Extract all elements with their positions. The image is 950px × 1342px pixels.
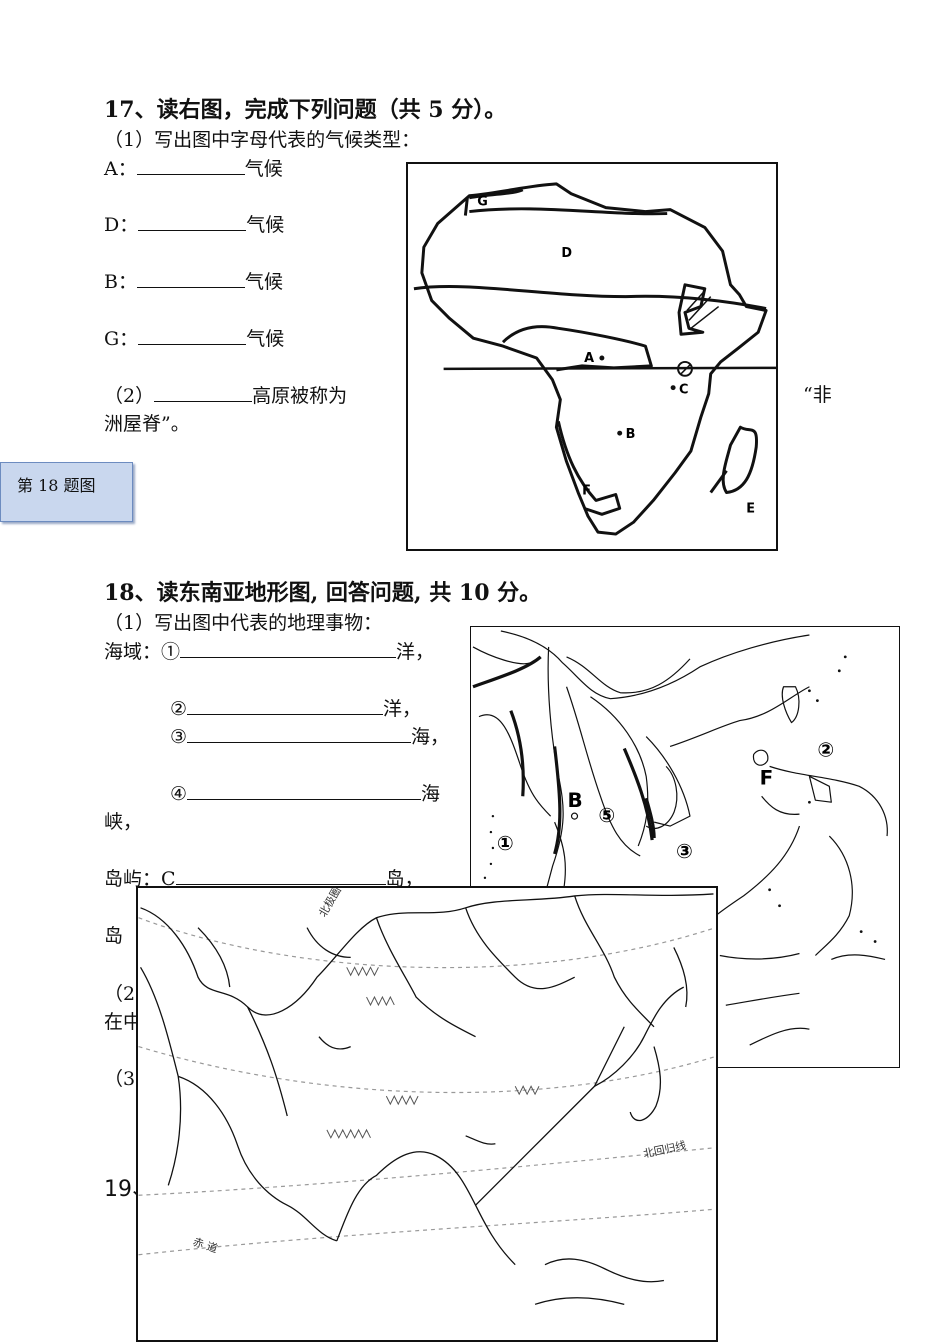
q18-sea-2: ② 洋， [170, 696, 421, 721]
q17-sub2-end: 洲屋脊”。 [104, 413, 190, 435]
map-label-c: C [679, 383, 688, 398]
sea-suffix: 海 [421, 783, 441, 805]
q17-row-a: A： 气候 [104, 156, 283, 181]
q18-sub1: （1）写出图中代表的地理事物： [104, 612, 383, 634]
row-letter: D： [104, 214, 139, 236]
q17-row-b: B： 气候 [104, 269, 283, 294]
sea-num: ① [161, 641, 181, 663]
sea-map-label-2: ② [817, 738, 834, 761]
sea-map-label-3: ③ [676, 840, 693, 863]
answer-blank[interactable] [187, 724, 412, 743]
sea-map-label-1: ① [497, 832, 514, 855]
row-suffix: 气候 [246, 214, 285, 236]
map-label-e: E [746, 501, 755, 516]
q17-sub2-quote: “非 [803, 384, 832, 406]
q17-sub2: （2） 高原被称为 [104, 383, 347, 408]
row-letter: B： [104, 271, 137, 293]
q17-row-d: D： 气候 [104, 212, 284, 237]
row-letter: G： [104, 328, 139, 350]
q18-strait-wrap: 峡， [104, 811, 143, 833]
answer-blank[interactable] [154, 383, 253, 402]
q17-row-g: G： 气候 [104, 326, 284, 351]
answer-blank[interactable] [136, 269, 245, 288]
q17-sub1: （1）写出图中字母代表的气候类型： [104, 129, 421, 151]
answer-blank[interactable] [187, 781, 422, 800]
row-suffix: 气候 [246, 328, 285, 350]
island-label: 岛屿：C [104, 868, 176, 890]
row-letter: A： [104, 158, 137, 180]
sea-suffix: 海， [411, 726, 450, 748]
sub2-suffix: 高原被称为 [252, 385, 348, 407]
island-suffix: 岛， [385, 868, 424, 890]
sea-label: 海域： [104, 641, 162, 663]
sea-num: ② [170, 698, 188, 720]
row-suffix: 气候 [244, 271, 283, 293]
sea-suffix: 洋， [396, 641, 435, 663]
map-label-b: B [626, 427, 636, 442]
q18-frag-3: （3 [104, 1068, 136, 1090]
answer-blank[interactable] [136, 156, 245, 175]
sea-num: ③ [170, 726, 188, 748]
asia-label-tropic: 北回归线 [642, 1138, 688, 1161]
callout-label: 第 18 题图 [17, 476, 96, 495]
q18-sea-1: 海域：① 洋， [104, 639, 434, 664]
sea-num: ④ [170, 783, 188, 805]
answer-blank[interactable] [175, 866, 386, 885]
sea-map-label-b: B [568, 789, 583, 812]
africa-map: G D A C B F E [406, 162, 778, 551]
answer-blank[interactable] [138, 326, 247, 345]
map-label-g: G [477, 195, 488, 210]
sea-suffix: 洋， [383, 698, 422, 720]
q17-title: 17、读右图，完成下列问题（共 5 分）。 [104, 97, 507, 123]
asia-map: 北极圈 北回归线 赤 道 [136, 886, 718, 1342]
q18-title: 18、读东南亚地形图, 回答问题, 共 10 分。 [104, 580, 542, 606]
asia-label-arctic: 北极圈 [315, 888, 344, 919]
q18-sea-3: ③ 海， [170, 724, 449, 749]
q18-frag-2: （2 [104, 983, 136, 1005]
q18-island-c: 岛屿：C 岛， [104, 866, 424, 891]
map-label-a: A [584, 351, 594, 366]
asia-label-equator: 赤 道 [191, 1234, 219, 1255]
figure-callout: 第 18 题图 [0, 462, 133, 522]
sea-map-label-5: ⑤ [598, 804, 615, 827]
answer-blank[interactable] [180, 639, 397, 658]
answer-blank[interactable] [138, 212, 247, 231]
map-label-f: F [582, 483, 591, 498]
sea-map-label-f: F [760, 766, 774, 789]
q18-frag-in: 在中 [104, 1011, 143, 1033]
map-label-d: D [561, 246, 572, 261]
answer-blank[interactable] [187, 696, 384, 715]
row-suffix: 气候 [244, 158, 283, 180]
q18-island-2: 岛 [104, 925, 124, 947]
sub2-prefix: （2） [104, 385, 155, 407]
